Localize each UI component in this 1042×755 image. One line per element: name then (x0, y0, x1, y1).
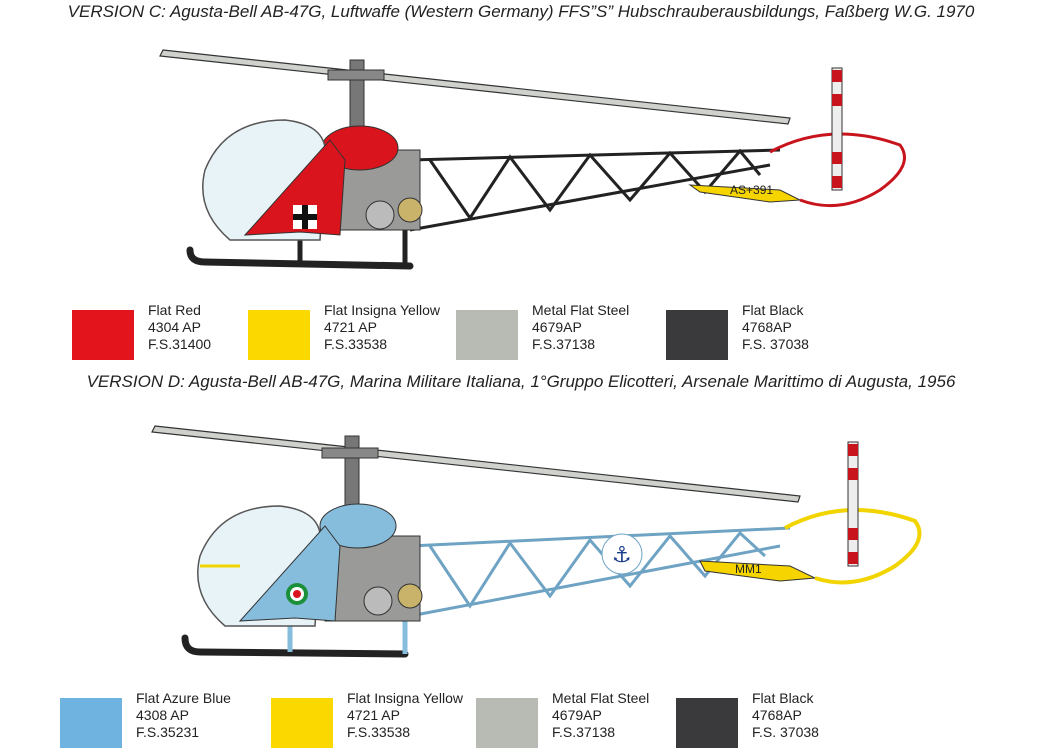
svg-text:⚓: ⚓ (612, 543, 632, 568)
swatch-name: Flat Black (742, 302, 804, 318)
swatch-name: Metal Flat Steel (532, 302, 630, 318)
swatch-fs: F.S.37138 (552, 724, 616, 740)
swatch-code: 4679AP (532, 319, 582, 335)
swatch-fs: F.S. 37038 (742, 336, 809, 352)
swatch-code: 4721 AP (347, 707, 400, 723)
swatch-code: 4721 AP (324, 319, 377, 335)
swatch-name: Metal Flat Steel (552, 690, 650, 706)
swatch-chip (676, 698, 738, 748)
swatch-name: Flat Red (148, 302, 201, 318)
swatch-chip (248, 310, 310, 360)
swatch-fs: F.S. 37038 (752, 724, 819, 740)
swatch-code: 4679AP (552, 707, 602, 723)
swatch-chip (476, 698, 538, 748)
swatch-fs: F.S.33538 (347, 724, 411, 740)
swatch-name: Flat Insigna Yellow (347, 690, 463, 706)
swatch-chip (72, 310, 134, 360)
helicopter-d-illustration: ⚓ MM1 (151, 425, 922, 658)
swatch-chip (271, 698, 333, 748)
swatch-code: 4308 AP (136, 707, 189, 723)
swatch-name: Flat Black (752, 690, 814, 706)
swatch-chip (60, 698, 122, 748)
swatch-fs: F.S.35231 (136, 724, 200, 740)
swatch-code: 4768AP (742, 319, 792, 335)
swatch-code: 4768AP (752, 707, 802, 723)
color-legend-d: Flat Azure Blue 4308 AP F.S.35231 Flat I… (0, 690, 1042, 750)
swatch-name: Flat Insigna Yellow (324, 302, 440, 318)
swatch-fs: F.S.31400 (148, 336, 212, 352)
helicopter-c-illustration: AS+391 (159, 49, 906, 270)
swatch-fs: F.S.37138 (532, 336, 596, 352)
swatch-name: Flat Azure Blue (136, 690, 231, 706)
swatch-fs: F.S.33538 (324, 336, 388, 352)
swatch-code: 4304 AP (148, 319, 201, 335)
swatch-chip (666, 310, 728, 360)
swatch-chip (456, 310, 518, 360)
color-legend-c: Flat Red 4304 AP F.S.31400 Flat Insigna … (0, 302, 1042, 362)
version-c-title: VERSION C: Agusta-Bell AB-47G, Luftwaffe… (67, 2, 975, 21)
tail-code-d: MM1 (735, 562, 762, 576)
version-d-title: VERSION D: Agusta-Bell AB-47G, Marina Mi… (86, 372, 956, 391)
tail-code-c: AS+391 (730, 183, 773, 197)
